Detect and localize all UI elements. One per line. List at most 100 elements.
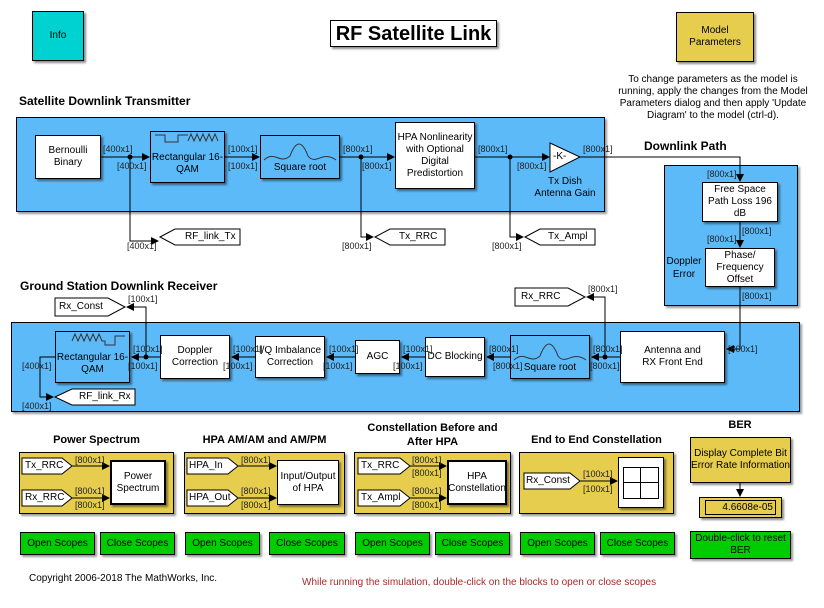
title-text: RF Satellite Link (335, 22, 492, 45)
iq-imbalance-block[interactable]: I/Q Imbalance Correction (255, 336, 325, 378)
wire (129, 157, 159, 245)
tag-label: Tx_Ampl (548, 231, 588, 242)
goto-tag-tx-rrc[interactable] (373, 228, 446, 246)
close-scopes-button-power-spectrum[interactable]: Close Scopes (100, 532, 175, 555)
hpa-io-scope[interactable]: Input/Output of HPA (277, 460, 339, 505)
copyright-text: Copyright 2006-2018 The MathWorks, Inc. (29, 573, 218, 584)
close-scopes-button-hpa[interactable]: Close Scopes (269, 532, 345, 555)
signal-dim: [100x1] (583, 484, 613, 494)
signal-dim: [100x1] (223, 361, 253, 371)
from-tag-label: Tx_RRC (361, 460, 400, 471)
wire (39, 356, 55, 401)
rx-rrc-filter-block[interactable]: Square root (510, 335, 590, 379)
block-label: Rectangular 16-QAM (56, 352, 129, 375)
signal-dim: [800x1] (75, 455, 105, 465)
agc-block[interactable]: AGC (355, 340, 400, 374)
gain-value: -K- (553, 151, 567, 162)
block-label: Rectangular 16-QAM (151, 152, 224, 175)
info-label: Info (49, 30, 67, 41)
signal-dim: [800x1] (75, 486, 105, 496)
dc-blocking-block[interactable]: DC Blocking (425, 337, 485, 377)
gain-triangle[interactable] (549, 142, 582, 173)
signal-dim: [100x1] (228, 144, 258, 154)
qam-demodulator-block[interactable]: Rectangular 16-QAM (55, 331, 130, 383)
signal-dim: [800x1] (493, 361, 523, 371)
hpa-constellation-scope[interactable]: HPA Constellation (447, 460, 507, 505)
signal-dim: [800x1] (707, 234, 737, 244)
branch-point (143, 354, 149, 360)
from-tag-label: Rx_RRC (25, 492, 65, 503)
from-tag-label: Tx_Ampl (361, 492, 401, 503)
signal-dim: [100x1] (403, 344, 433, 354)
reset-ber-button[interactable]: Double-click to reset BER (690, 531, 791, 559)
signal-dim: [100x1] (233, 344, 263, 354)
tx-rrc-filter-block[interactable]: Square root (260, 135, 340, 179)
goto-tag-tx-ampl[interactable] (523, 228, 596, 246)
block-label: Square root (273, 162, 327, 173)
block-label: I/Q Imbalance Correction (258, 345, 322, 368)
free-space-path-loss-block[interactable]: Free Space Path Loss 196 dB (702, 182, 778, 222)
end-to-end-constellation-scope[interactable] (618, 457, 664, 508)
open-scopes-button-hpa[interactable]: Open Scopes (185, 532, 260, 555)
signal-dim: [800x1] (241, 455, 271, 465)
wire (509, 157, 524, 241)
update-note: To change parameters as the model is run… (618, 74, 808, 121)
constellation-icon (623, 466, 659, 499)
block-label: HPA Nonlinearity with Optional Digital P… (397, 131, 473, 179)
close-scopes-button-end-to-end[interactable]: Close Scopes (600, 532, 675, 555)
signal-dim: [400x1] (22, 361, 52, 371)
signal-dim: [100x1] (128, 294, 158, 304)
branch-point (358, 154, 364, 160)
signal-dim: [800x1] (492, 241, 522, 251)
gain-label: Tx Dish Antenna Gain (534, 176, 596, 199)
from-tag-label: HPA_Out (189, 492, 231, 503)
power-spectrum-scope[interactable]: Power Spectrum (110, 460, 166, 505)
open-scopes-button-power-spectrum[interactable]: Open Scopes (20, 532, 95, 555)
tag-label: Tx_RRC (399, 231, 438, 242)
from-tag-tx-rrc (357, 457, 411, 475)
signal-dim: [800x1] (583, 144, 613, 154)
block-label: DC Blocking (427, 351, 483, 362)
signal-dim: [800x1] (728, 344, 758, 354)
open-scopes-button-constellation-hpa[interactable]: Open Scopes (355, 532, 430, 555)
branch-point (507, 154, 513, 160)
signal-dim: [800x1] (588, 284, 618, 294)
goto-tag-rf-link-tx[interactable] (158, 228, 241, 246)
ber-display-info-button[interactable]: Display Complete Bit Error Rate Informat… (690, 437, 791, 483)
goto-tag-rx-const[interactable] (54, 297, 127, 317)
open-scopes-button-end-to-end[interactable]: Open Scopes (520, 532, 595, 555)
phase-frequency-offset-block[interactable]: Phase/ Frequency Offset (705, 248, 775, 287)
antenna-rx-front-end-block[interactable]: Antenna and RX Front End (620, 331, 725, 383)
qam-modulator-block[interactable]: Rectangular 16-QAM (150, 131, 225, 183)
signal-dim: [800x1] (362, 161, 392, 171)
doppler-error-label: Doppler Error (666, 256, 702, 280)
model-parameters-block[interactable]: Model Parameters (676, 12, 754, 62)
goto-tag-rx-rrc[interactable] (514, 287, 587, 307)
tag-label: RF_link_Rx (79, 391, 131, 402)
from-tag-hpa-out (186, 489, 239, 507)
hpa-block[interactable]: HPA Nonlinearity with Optional Digital P… (395, 122, 475, 189)
wire (580, 156, 744, 182)
doppler-correction-block[interactable]: Doppler Correction (160, 335, 230, 379)
signal-dim: [800x1] (343, 144, 373, 154)
goto-tag-rf-link-rx[interactable] (53, 388, 136, 406)
block-label: Phase/ Frequency Offset (716, 249, 764, 285)
signal-dim: [800x1] (593, 344, 623, 354)
bernoulli-binary-block[interactable]: Bernoulli Binary (35, 135, 101, 179)
info-block[interactable]: Info (32, 11, 84, 61)
tag-label: Rx_RRC (521, 291, 561, 302)
signal-dim: [400x1] (103, 144, 133, 154)
tag-label: RF_link_Tx (185, 231, 236, 242)
signal-dim: [400x1] (127, 241, 157, 251)
qam-mod-icon (155, 132, 219, 143)
signal-dim: [400x1] (22, 401, 52, 411)
section-title-power-spectrum: Power Spectrum (53, 434, 140, 446)
signal-dim: [800x1] (478, 144, 508, 154)
signal-dim: [800x1] (489, 344, 519, 354)
block-label: Power Spectrum (116, 470, 160, 494)
wire (360, 157, 374, 241)
receiver-title: Ground Station Downlink Receiver (20, 279, 218, 293)
close-scopes-button-constellation-hpa[interactable]: Close Scopes (435, 532, 510, 555)
branch-point (127, 154, 133, 160)
signal-dim: [800x1] (241, 486, 271, 496)
